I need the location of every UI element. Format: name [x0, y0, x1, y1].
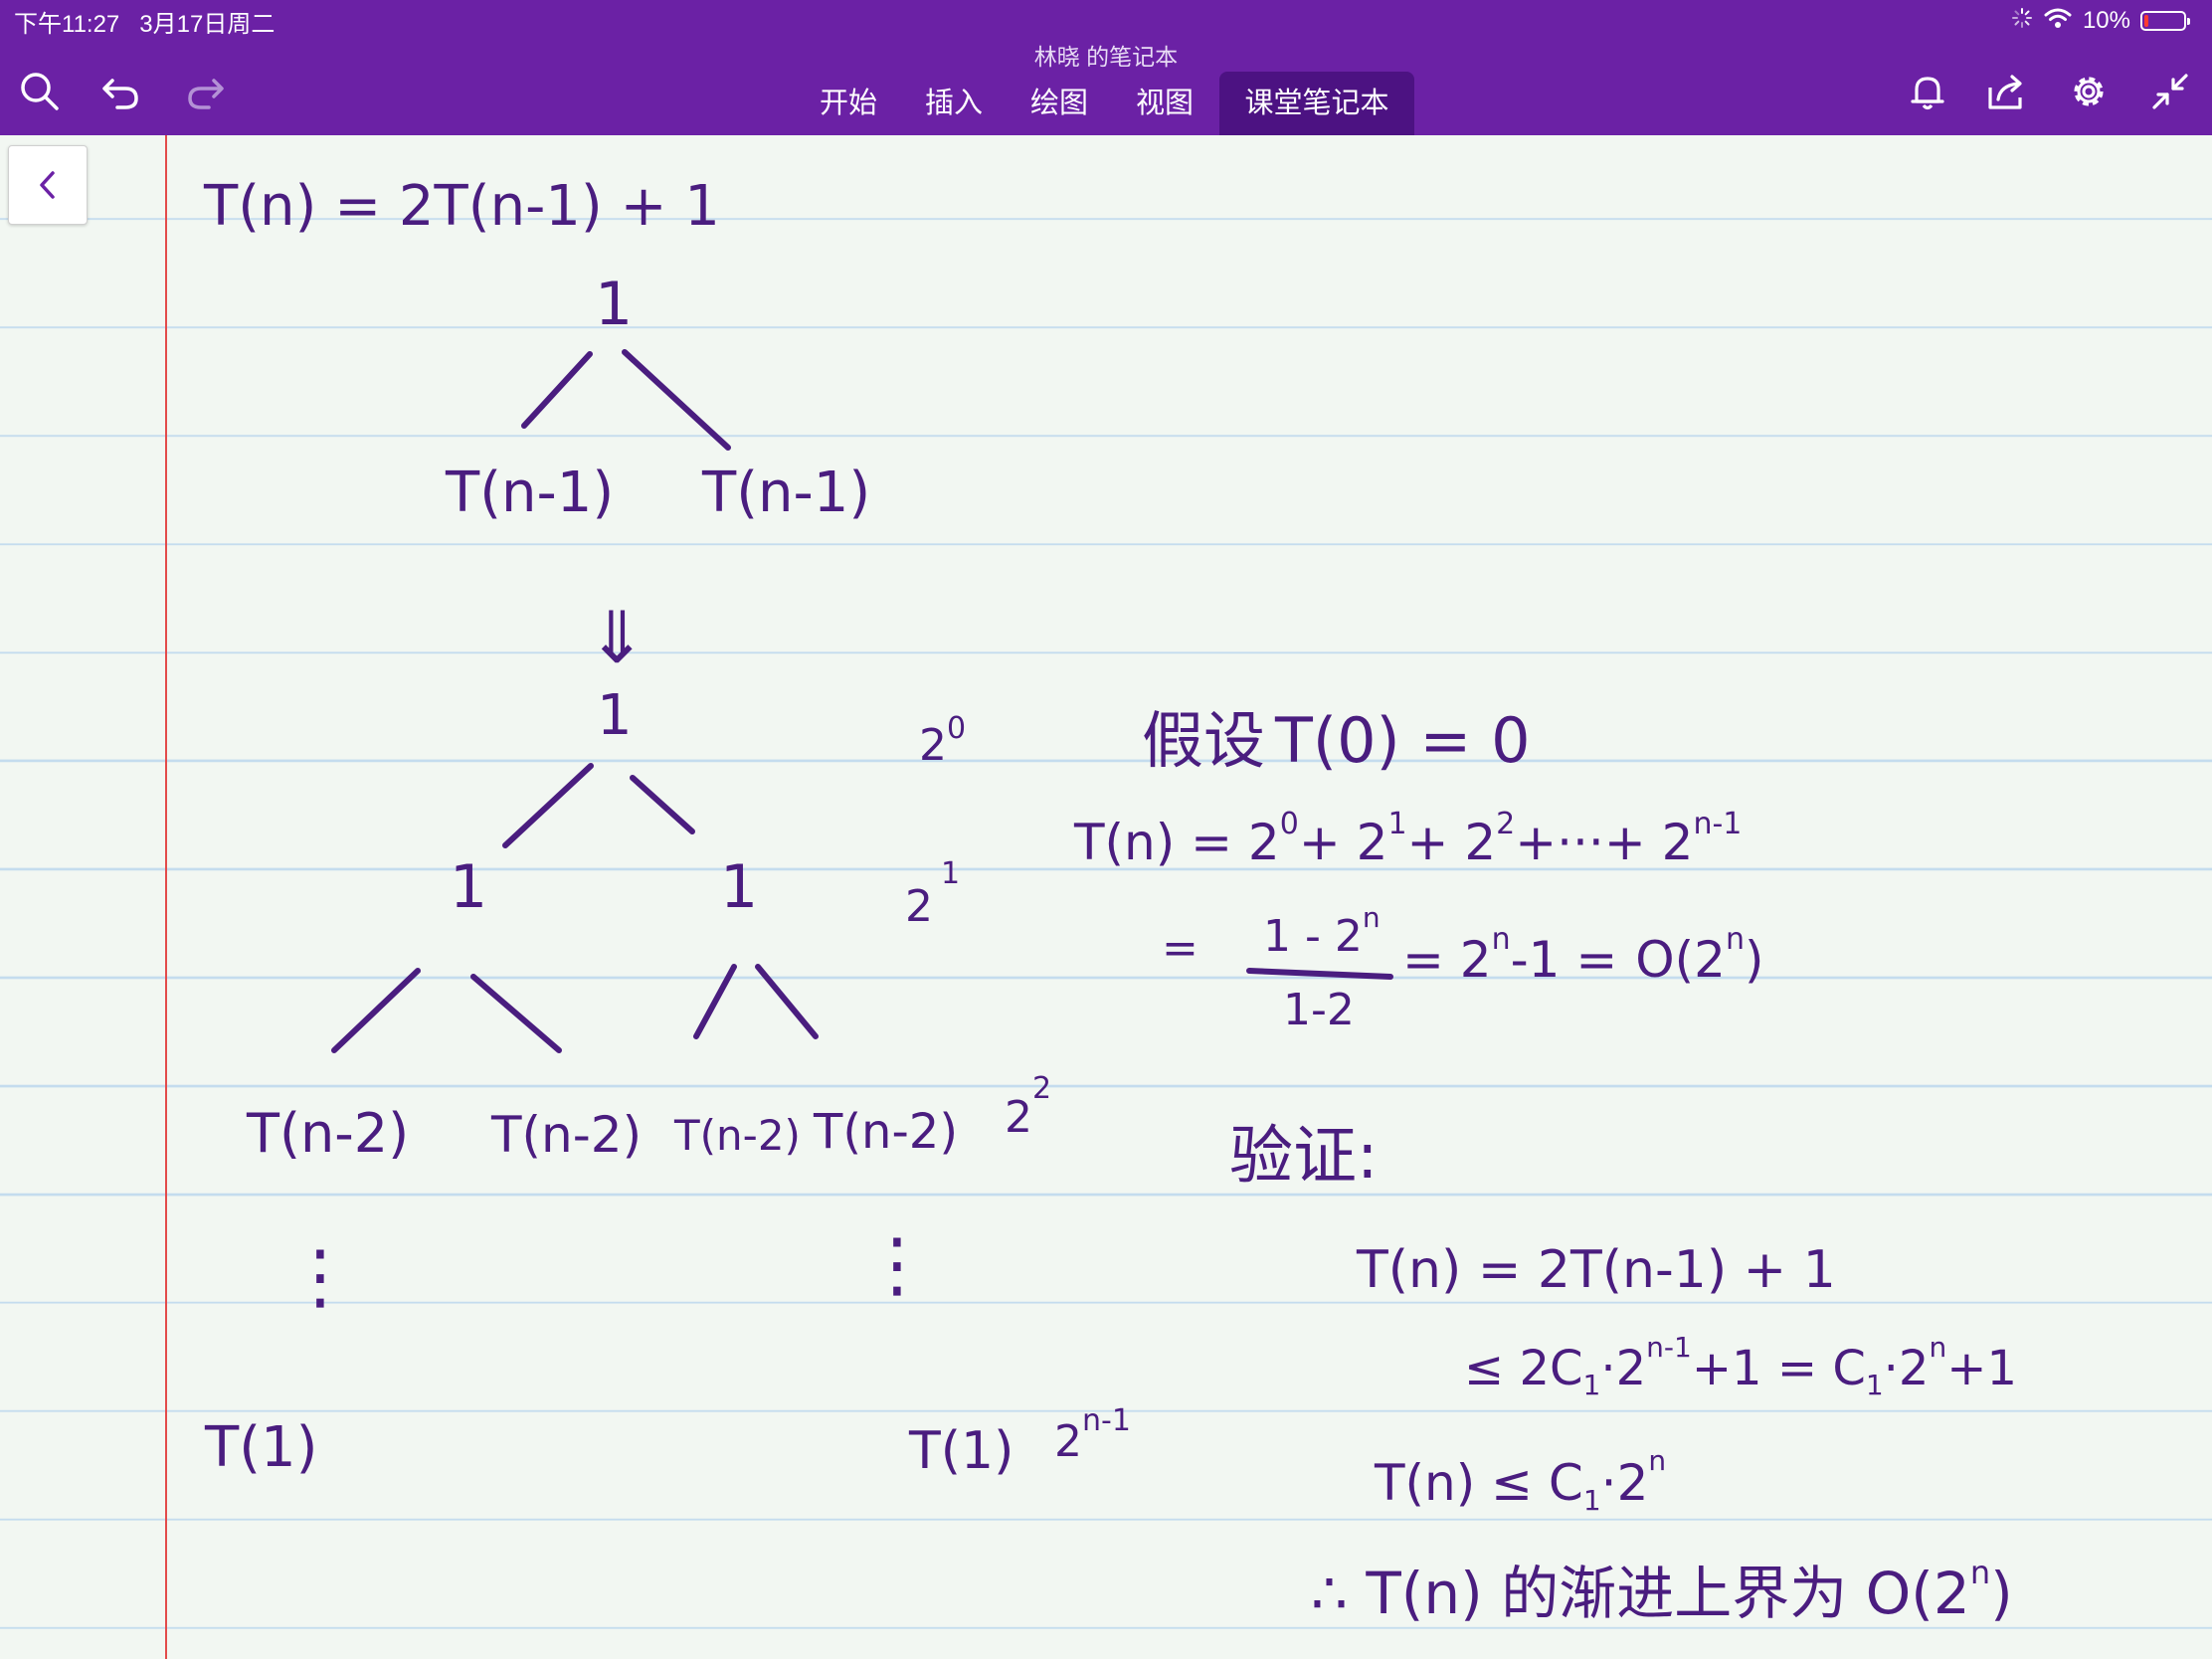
gear-icon[interactable]	[2061, 64, 2117, 119]
tree1-edge-right	[622, 349, 731, 451]
ellipsis-left: ⋮	[284, 1234, 356, 1318]
down-double-arrow-icon: ⇓	[587, 596, 646, 679]
chevron-left-icon	[40, 171, 55, 199]
verify-title: 验证:	[1229, 1120, 1379, 1194]
battery-percent: 10%	[2082, 7, 2130, 34]
result-closed-form: = 2n-1 =O(2n)	[1402, 922, 1764, 989]
leveln-cost: 2n-1	[1054, 1403, 1131, 1467]
ellipsis-right: ⋮	[861, 1222, 933, 1306]
collapse-icon[interactable]	[2142, 64, 2198, 119]
base-case-right: T(1)	[908, 1421, 1014, 1481]
tree1-root: 1	[595, 270, 633, 339]
handwriting-canvas: T(n) = 2T(n-1) + 1 1 T(n-1) T(n-1) ⇓ 1 1…	[203, 174, 2017, 1627]
battery-icon	[2140, 11, 2190, 31]
ribbon-tabs: 开始 插入 绘图 视图 课堂笔记本	[0, 72, 2212, 135]
fraction-bar	[1246, 968, 1393, 980]
redo-icon[interactable]	[177, 64, 233, 119]
tree2-edge-ll	[331, 968, 421, 1053]
tree2-edge-rr	[755, 964, 819, 1039]
level0-cost: 20	[919, 711, 966, 771]
tab-draw[interactable]: 绘图	[1029, 88, 1088, 119]
tree2-leaf-3: T(n-2)	[673, 1111, 801, 1160]
tab-home[interactable]: 开始	[819, 88, 877, 119]
tree2-root: 1	[597, 683, 633, 748]
result-equals: =	[1162, 923, 1198, 974]
page-margin-line	[165, 135, 167, 1659]
tree2-edge-left	[502, 763, 594, 848]
loading-icon	[2011, 7, 2033, 36]
notebook-title: 林晓 的笔记本	[1033, 44, 1179, 70]
verify-line1: T(n) = 2T(n-1) + 1	[1356, 1240, 1836, 1300]
level2-cost: 22	[1005, 1071, 1051, 1143]
conclusion-line: ∴ T(n) 的渐进上界为 O(2n)	[1311, 1554, 2013, 1627]
tree1-edge-left	[521, 351, 593, 429]
tree1-child-left: T(n-1)	[445, 461, 614, 525]
status-bar-right: 10%	[2011, 4, 2190, 38]
tree2-level1-left: 1	[450, 852, 487, 922]
tab-insert[interactable]: 插入	[924, 88, 983, 119]
fraction-denominator: 1-2	[1283, 985, 1355, 1035]
sum-line: T(n) = 20+ 21+ 22+···+ 2n-1	[1073, 807, 1742, 871]
tree2-edge-lr	[470, 974, 562, 1053]
wifi-icon	[2043, 7, 2073, 36]
search-icon[interactable]	[12, 64, 68, 119]
recurrence-formula: T(n) = 2T(n-1) + 1	[203, 174, 720, 239]
level1-cost: 21	[905, 856, 960, 932]
status-bar-left: 下午11:27 3月17日周二	[14, 4, 275, 39]
share-icon[interactable]	[1979, 64, 2035, 119]
tree1-child-right: T(n-1)	[701, 461, 870, 525]
verify-line2: ≤ 2C1·2n-1+1 = C1·2n+1	[1464, 1331, 2017, 1401]
tab-view[interactable]: 视图	[1135, 88, 1194, 119]
fraction-numerator: 1 - 2n	[1263, 901, 1381, 962]
tree2-leaf-4: T(n-2)	[813, 1104, 958, 1160]
status-time: 下午11:27	[14, 11, 120, 38]
tree2-edge-right	[630, 775, 695, 834]
undo-icon[interactable]	[93, 64, 149, 119]
status-date: 3月17日周二	[139, 11, 276, 38]
battery-level	[2144, 15, 2148, 27]
tree2-leaf-1: T(n-2)	[246, 1102, 409, 1165]
tree2-leaf-2: T(n-2)	[490, 1106, 642, 1164]
tree2-edge-rl	[693, 964, 737, 1039]
bell-icon[interactable]	[1900, 64, 1955, 119]
tab-class-notebook[interactable]: 课堂笔记本	[1219, 72, 1414, 135]
base-case-left: T(1)	[204, 1415, 318, 1480]
verify-line3: T(n) ≤ C1·2n	[1374, 1444, 1666, 1517]
note-page[interactable]: T(n) = 2T(n-1) + 1 1 T(n-1) T(n-1) ⇓ 1 1…	[0, 135, 2212, 1659]
back-button[interactable]	[8, 145, 88, 225]
tree2-level1-right: 1	[720, 852, 758, 922]
app-toolbar: 下午11:27 3月17日周二 10% 林晓 的笔记本 开始	[0, 0, 2212, 135]
